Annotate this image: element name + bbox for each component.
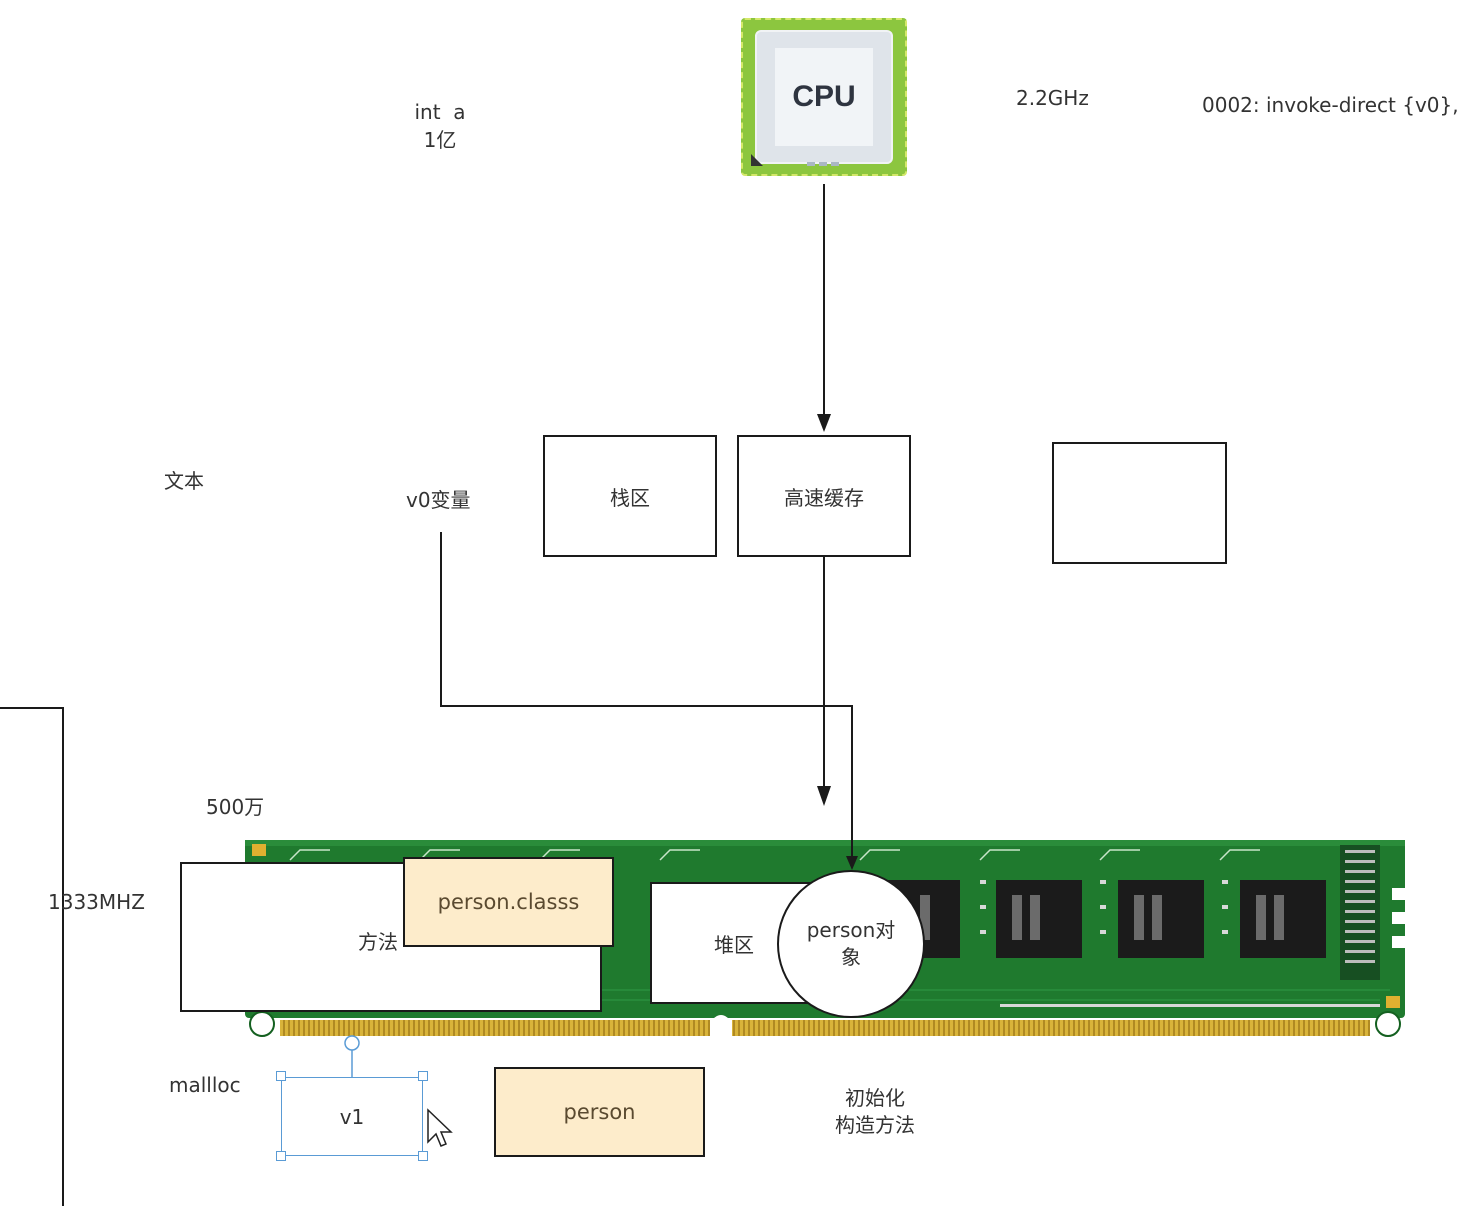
v0-to-person-object-connector [440, 532, 853, 856]
v1-label: v1 [339, 1104, 365, 1129]
int-a-line1: int a [414, 100, 466, 124]
person-object-circle[interactable]: person对 象 [777, 870, 925, 1018]
cpu-chip-core: CPU [775, 48, 873, 146]
resize-handle-bottom-right[interactable] [418, 1151, 428, 1161]
malloc-label: mallloc [169, 1073, 241, 1097]
method-area-label: 方法 [358, 930, 398, 954]
person-box[interactable]: person [494, 1067, 705, 1157]
resize-handle-bottom-left[interactable] [276, 1151, 286, 1161]
person-object-line2: 象 [841, 945, 861, 969]
init-constructor-label: 初始化 构造方法 [820, 1085, 930, 1139]
cpu-pins-bottom [807, 162, 843, 166]
person-object-line1: person对 [806, 918, 896, 942]
person-class-box[interactable]: person.classs [403, 857, 614, 947]
init-line2: 构造方法 [835, 1113, 915, 1137]
left-bracket-line [0, 707, 64, 1206]
stack-area-box[interactable]: 栈区 [543, 435, 717, 557]
int-a-line2: 1亿 [423, 128, 457, 152]
ram-frequency-label: 1333MHZ [48, 890, 145, 914]
init-line1: 初始化 [845, 1086, 905, 1110]
cache-box[interactable]: 高速缓存 [737, 435, 911, 557]
mouse-cursor-icon [427, 1108, 453, 1147]
bytecode-label: 0002: invoke-direct {v0}, [1202, 93, 1459, 117]
cpu-frequency-label: 2.2GHz [1016, 86, 1089, 110]
cpu-label: CPU [792, 80, 856, 113]
empty-box[interactable] [1052, 442, 1227, 564]
five-million-label: 500万 [206, 795, 265, 819]
wenben-label: 文本 [164, 469, 204, 493]
heap-area-label: 堆区 [714, 932, 754, 957]
resize-handle-top-left[interactable] [276, 1071, 286, 1081]
rotate-handle[interactable] [344, 1035, 360, 1051]
v0-variable-label: v0变量 [406, 488, 471, 512]
resize-handle-top-right[interactable] [418, 1071, 428, 1081]
cpu-chip[interactable]: CPU [741, 18, 907, 176]
int-a-label: int a 1亿 [395, 98, 485, 154]
v1-box-selected[interactable]: v1 [281, 1077, 423, 1156]
cpu-corner-mark [751, 154, 763, 166]
